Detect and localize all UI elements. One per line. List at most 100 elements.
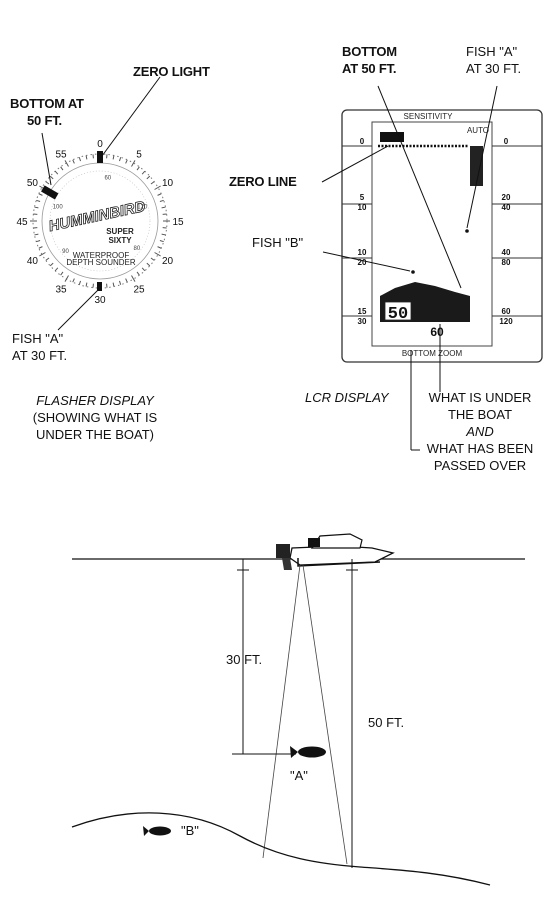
dial-number: 0 xyxy=(97,139,103,150)
lcr-left-scale-label: 15 xyxy=(358,307,367,316)
dial-tick xyxy=(150,181,155,185)
dial-tick xyxy=(161,233,166,236)
bottom-leader xyxy=(41,132,52,186)
dial-tick xyxy=(49,262,54,267)
lcr-display: 50 60 SENSITIVITY AUTO BOTTOM ZOOM 05101… xyxy=(341,109,543,363)
sonar-beam-left xyxy=(262,564,301,859)
lcr-right-scale-label: 20 xyxy=(502,193,511,202)
flasher-zero-light-label: ZERO LIGHT xyxy=(133,64,210,79)
lcr-right-scale-label: 0 xyxy=(504,137,509,146)
dial-tick xyxy=(131,275,136,282)
zero-light-leader xyxy=(101,76,161,157)
flasher-caption-line1: FLASHER DISPLAY xyxy=(36,393,154,408)
dial-inner-number: 90 xyxy=(62,249,69,255)
dial-tick xyxy=(161,206,166,209)
model-line1: SUPER xyxy=(106,227,134,236)
dial-number: 30 xyxy=(94,295,106,306)
dial-tick xyxy=(112,155,115,160)
dial-tick xyxy=(34,206,39,209)
dial-tick xyxy=(49,175,54,180)
dial-tick xyxy=(38,193,43,196)
lcr-bottom-leader xyxy=(377,85,462,289)
dial-tick xyxy=(60,271,64,276)
lcr-scale-bottom: 60 xyxy=(430,325,444,339)
flasher-caption-line3: UNDER THE BOAT) xyxy=(36,427,154,442)
dial-tick xyxy=(131,160,136,167)
dial-tick xyxy=(118,157,122,162)
sonar-beam-right xyxy=(302,564,348,865)
dial-tick xyxy=(85,155,88,160)
lcr-right-scale-label: 120 xyxy=(499,317,513,326)
lcr-left-scale-label: 10 xyxy=(358,248,367,257)
dial-number: 45 xyxy=(16,217,28,228)
dial-tick xyxy=(146,262,151,267)
dial-tick xyxy=(157,246,162,249)
dial-tick xyxy=(125,159,128,164)
dial-tick xyxy=(45,181,50,185)
dial-number: 50 xyxy=(27,178,39,189)
lcr-left-scale-label: 10 xyxy=(358,203,367,212)
fish-b-icon xyxy=(143,826,171,836)
fish-a-leader xyxy=(57,289,99,331)
dial-tick xyxy=(60,166,64,171)
dial-tick xyxy=(38,246,43,249)
dial-tick xyxy=(154,252,161,257)
dial-tick xyxy=(141,267,146,272)
lcr-top-text: SENSITIVITY xyxy=(404,112,454,121)
dial-inner-number: 80 xyxy=(134,246,141,252)
flasher-bottom-label-line2: 50 FT. xyxy=(27,113,62,128)
lcr-fish-a-dot xyxy=(465,229,469,233)
depth-30-label: 30 FT. xyxy=(226,652,263,667)
lcr-auto: AUTO xyxy=(467,126,489,135)
dial-number: 25 xyxy=(133,285,145,296)
dial-tick xyxy=(150,257,155,261)
flasher-dial: HUMMINBIRD SUPER SIXTY WATERPROOF DEPTH … xyxy=(16,139,184,306)
flasher-fish-a-label-line2: AT 30 FT. xyxy=(12,348,68,363)
dial-subtext2: DEPTH SOUNDER xyxy=(66,258,136,267)
dial-tick xyxy=(34,233,39,236)
lcr-fish-a-column xyxy=(470,146,483,186)
model-line2: SIXTY xyxy=(108,236,132,245)
lcr-bottom-label-line1: BOTTOM xyxy=(342,44,397,59)
dial-tick xyxy=(54,267,59,272)
flasher-caption-line2: (SHOWING WHAT IS xyxy=(32,410,158,425)
dial-inner-number: 120 xyxy=(137,205,148,211)
lcr-zero-line-label: ZERO LINE xyxy=(229,174,297,189)
sea-bottom xyxy=(71,812,491,886)
dial-tick xyxy=(39,252,46,257)
dial-tick xyxy=(141,170,146,175)
dial-subtext1: WATERPROOF xyxy=(73,251,130,260)
flasher-fish-a-label-line1: FISH "A" xyxy=(12,331,64,346)
dial-tick xyxy=(36,199,41,203)
lcr-passed-line2: PASSED OVER xyxy=(433,458,527,473)
dial-number: 35 xyxy=(55,285,67,296)
dial-tick xyxy=(136,271,140,276)
lcr-depth-readout: 50 xyxy=(388,305,408,324)
lcr-passed-line1: WHAT HAS BEEN xyxy=(426,441,534,456)
flasher-bottom-label-line1: BOTTOM AT xyxy=(10,96,84,111)
dial-tick xyxy=(72,159,75,164)
lcr-right-scale-label: 40 xyxy=(502,248,511,257)
lcr-bottom-label-line2: AT 50 FT. xyxy=(342,61,397,76)
dial-tick xyxy=(154,185,161,190)
dial-tick xyxy=(78,157,82,162)
dial-number: 55 xyxy=(55,149,67,160)
dial-tick xyxy=(78,280,82,285)
lcr-caption: LCR DISPLAY xyxy=(305,390,389,405)
lcr-fish-a-label-line1: FISH "A" xyxy=(466,44,518,59)
lcr-right-scale-label: 80 xyxy=(502,258,511,267)
dial-tick xyxy=(118,280,122,285)
dial-tick xyxy=(146,175,151,180)
lcr-under-line1: WHAT IS UNDER xyxy=(428,390,532,405)
dial-tick xyxy=(72,278,75,283)
dial-number: 5 xyxy=(136,149,142,160)
lcr-left-scale-label: 30 xyxy=(358,317,367,326)
dial-tick xyxy=(54,170,59,175)
lcr-left-scale-label: 20 xyxy=(358,258,367,267)
dial-number: 40 xyxy=(27,256,39,267)
lcr-under-line2: THE BOAT xyxy=(447,407,513,422)
dial-tick xyxy=(159,199,164,203)
dial-tick xyxy=(64,275,69,282)
lcr-right-scale-label: 60 xyxy=(502,307,511,316)
lcr-left-scale-label: 5 xyxy=(360,193,365,202)
